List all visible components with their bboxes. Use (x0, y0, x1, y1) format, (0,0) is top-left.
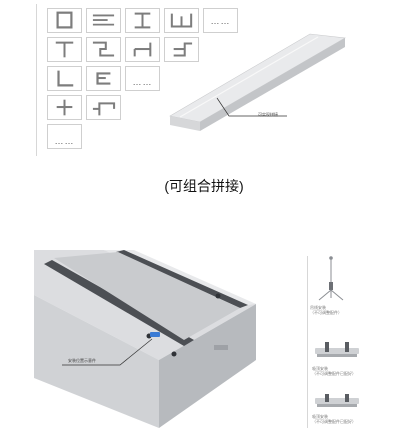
mount-label-line2: （不可调整配件已配好） (312, 370, 356, 376)
layout-tile-c-shape (86, 66, 121, 91)
layout-tile-l-corner (47, 66, 82, 91)
i-shape-layout-icon (134, 12, 151, 29)
layout-tile-square (47, 8, 82, 33)
mount-label-line1: 吊线安装 (310, 305, 326, 310)
surface-mount-icon (315, 394, 359, 407)
layout-tile-i-shape (125, 8, 160, 33)
bottom-callout-label: 安装位置示意件 (68, 358, 96, 363)
mount-label-line2: （不可调整配件） (310, 309, 342, 315)
s-step-layout-icon (92, 41, 115, 57)
t-shape-layout-icon (55, 41, 74, 58)
c-shape-layout-icon (96, 72, 111, 85)
mount-label: 吊线安装 （不可调整配件） (310, 305, 342, 316)
ceiling-mount-icon (315, 342, 359, 357)
fixture-closeup-illustration (34, 250, 256, 428)
l-corner-layout-icon (57, 70, 74, 87)
top-callout-line (216, 97, 287, 117)
bottom-callout-line (62, 338, 153, 366)
mount-label-line2: （不可调整配件已配好） (312, 418, 356, 424)
layout-tile-u-shape (164, 8, 199, 33)
u-shape-layout-icon (170, 13, 193, 28)
square-layout-icon (56, 11, 73, 29)
z-step-layout-icon (92, 102, 116, 116)
more-layouts-text: …… (210, 16, 231, 26)
linear-fixture-illustration (169, 33, 346, 131)
mount-label-line1: 吸顶安装 (312, 414, 328, 419)
cross-layout-icon (56, 99, 73, 116)
suspension-mount-icon (318, 256, 344, 301)
h-shape-layout-icon (133, 42, 152, 57)
mount-label-line1: 吸顶安装 (312, 366, 328, 371)
layout-tile-more: …… (203, 8, 238, 33)
right-divider-line (307, 256, 308, 428)
layout-tile-cross (47, 95, 82, 120)
parallel-lines-layout-icon (92, 14, 115, 26)
layout-tile-l-step (164, 37, 199, 62)
more-layouts-text: …… (54, 136, 75, 146)
more-layouts-text: …… (132, 77, 153, 87)
layout-tile-parallel-lines (86, 8, 121, 33)
layout-tile-more: …… (125, 66, 160, 91)
top-callout-label: 可实现拼接 (258, 112, 278, 117)
mount-label: 吸顶安装 （不可调整配件已配好） (312, 366, 356, 377)
l-step-layout-icon (173, 42, 193, 57)
layout-tile-more: …… (47, 124, 82, 149)
mount-label: 吸顶安装 （不可调整配件已配好） (312, 414, 356, 425)
combination-caption: (可组合拼接) (164, 178, 244, 194)
layout-tile-z-step (86, 95, 121, 120)
layout-tile-h-shape (125, 37, 160, 62)
left-divider-line (36, 4, 37, 156)
layout-tile-t-shape (47, 37, 82, 62)
layout-tile-s-step (86, 37, 121, 62)
